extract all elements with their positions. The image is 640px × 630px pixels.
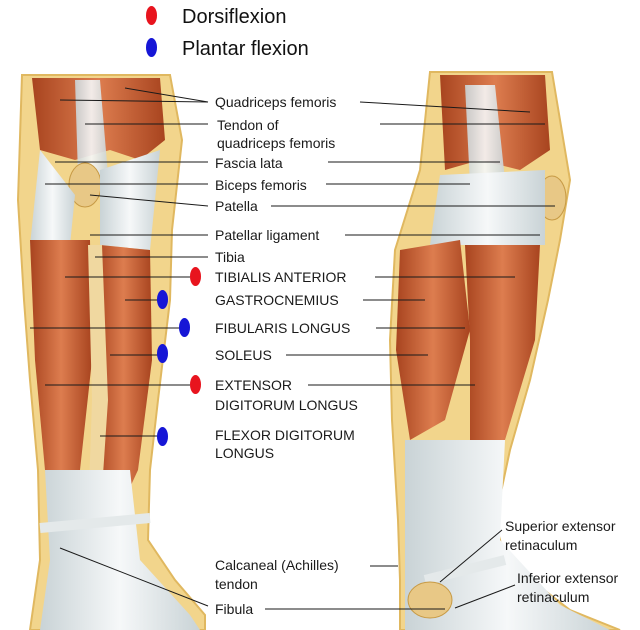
- label-inferior-extensor: Inferior extensor: [517, 570, 619, 586]
- leader-lines: [30, 87, 555, 610]
- label-tibia: Tibia: [215, 249, 245, 265]
- label-quadriceps-femoris: Quadriceps femoris: [215, 94, 337, 110]
- leader-inferior-retinaculum: [454, 584, 516, 609]
- lateral-anterior-compartment: [465, 245, 540, 450]
- anterior-knee-ligaments-lateral: [100, 150, 160, 250]
- lateral-leg-view: [388, 71, 621, 630]
- legend-dorsiflexion-dot: [146, 6, 157, 25]
- label-fibula: Fibula: [215, 601, 254, 617]
- anterior-retinaculum-band: [39, 513, 151, 533]
- anterior-ankle-tendons: [40, 470, 200, 630]
- flexor-digitorum-plantar-flexion-dot: [157, 427, 168, 446]
- label-gastrocnemius: GASTROCNEMIUS: [215, 292, 339, 308]
- label-quadriceps-femoris-tendon: quadriceps femoris: [217, 135, 336, 151]
- leader-patella: [89, 194, 209, 207]
- lateral-retinaculum-band: [423, 555, 507, 585]
- label-fibularis-longus: FIBULARIS LONGUS: [215, 320, 351, 336]
- legend-plantar-flexion-dot: [146, 38, 157, 57]
- label-inferior-retinaculum: retinaculum: [517, 589, 590, 605]
- lateral-ankle-tendons: [405, 440, 610, 630]
- lateral-knee-ligaments: [430, 170, 545, 245]
- leader-quadriceps-right: [359, 101, 531, 113]
- anterior-lateral-muscles: [95, 245, 152, 520]
- anterior-thigh-tendon: [75, 80, 108, 175]
- tibialis-anterior-dorsiflexion-dot: [190, 267, 201, 286]
- label-calcaneal: Calcaneal (Achilles): [215, 557, 339, 573]
- leader-quadriceps-left-2: [124, 87, 209, 103]
- legend-dorsiflexion-label: Dorsiflexion: [182, 6, 287, 28]
- label-superior-extensor: Superior extensor: [505, 518, 616, 534]
- label-soleus: SOLEUS: [215, 347, 272, 363]
- label-fascia-lata: Fascia lata: [215, 155, 283, 171]
- soleus-plantar-flexion-dot: [157, 344, 168, 363]
- anterior-leg-view: [16, 74, 206, 630]
- anterior-knee-ligaments: [30, 150, 75, 245]
- lateral-gastrocnemius: [396, 240, 470, 440]
- label-digitorum-longus: DIGITORUM LONGUS: [215, 397, 358, 413]
- label-patella: Patella: [215, 198, 258, 214]
- label-calcaneal-tendon: tendon: [215, 576, 258, 592]
- label-biceps-femoris: Biceps femoris: [215, 177, 307, 193]
- leader-quadriceps-left: [59, 99, 209, 103]
- anterior-tibialis-muscle: [30, 240, 92, 520]
- leader-fibula: [59, 547, 209, 607]
- label-superior-retinaculum: retinaculum: [505, 537, 578, 553]
- label-flexor-digitorum: FLEXOR DIGITORUM: [215, 427, 355, 443]
- lateral-malleolus: [407, 581, 453, 619]
- leader-superior-retinaculum: [439, 529, 503, 583]
- extensor-digitorum-dorsiflexion-dot: [190, 375, 201, 394]
- label-tendon-of: Tendon of: [217, 117, 279, 133]
- label-extensor: EXTENSOR: [215, 377, 293, 393]
- gastrocnemius-plantar-flexion-dot: [157, 290, 168, 309]
- label-patellar-ligament: Patellar ligament: [215, 227, 320, 243]
- label-flexor-longus: LONGUS: [215, 445, 275, 461]
- anterior-tibia-strip: [88, 245, 108, 520]
- label-tibialis-anterior: TIBIALIS ANTERIOR: [215, 269, 347, 285]
- legend-plantar-flexion-label: Plantar flexion: [182, 38, 309, 60]
- fibularis-longus-plantar-flexion-dot: [179, 318, 190, 337]
